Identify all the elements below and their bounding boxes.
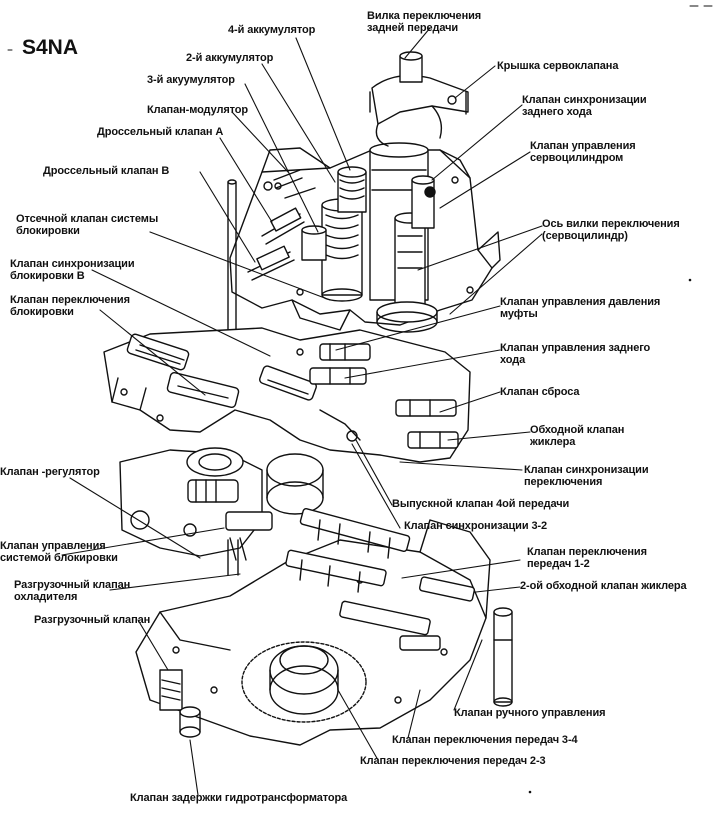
reverse-fork (369, 51, 469, 147)
pump-gear (241, 641, 367, 723)
label-bypass-valve-2nd: 2-ой обходной клапан жиклера (520, 580, 687, 592)
throttle-valve-springs (247, 169, 316, 281)
label-modulator-valve: Клапан-модулятор (147, 104, 249, 116)
relief-valves-bottom (159, 539, 239, 738)
middle-valve-body (103, 327, 471, 463)
label-throttle-valve-b: Дроссельный клапан В (43, 165, 170, 177)
label-lockup-sync-valve-b: Клапан синхронизации блокировки В (10, 258, 135, 282)
transmission-model-title: S4NA (22, 36, 79, 59)
label-release-valve: Клапан сброса (500, 386, 580, 398)
label-reverse-sync-valve: Клапан синхронизации заднего хода (522, 94, 647, 118)
label-exhaust-valve-4th: Выпускной клапан 4ой передачи (392, 498, 570, 510)
manual-valve-rod (493, 607, 513, 707)
shift-spools (285, 508, 476, 651)
label-fork-shaft: Ось вилки переключения (сервоцилиндр) (542, 218, 680, 242)
label-servo-cover: Крышка сервоклапана (497, 60, 619, 72)
lockup-spool-group (126, 333, 317, 409)
servo-cylinder (369, 142, 438, 333)
label-converter-delay-valve: Клапан задержки гидротрансформатора (130, 792, 348, 804)
label-servo-control-valve: Клапан управления сервоцилиндром (530, 140, 636, 164)
label-sync-valve-3-2: Клапан синхронизации 3-2 (404, 520, 548, 532)
label-bypass-valve-jikler: Обходной клапан жиклера (530, 424, 625, 448)
label-shift-valve-3-4: Клапан переключения передач 3-4 (392, 734, 578, 746)
label-lockup-shift-valve: Клапан переключения блокировки (10, 294, 130, 318)
label-clutch-pressure-valve: Клапан управления давления муфты (500, 296, 661, 320)
label-lockup-control-valve: Клапан управления системой блокировки (0, 540, 118, 564)
label-manual-valve: Клапан ручного управления (454, 707, 606, 719)
label-shift-valve-2-3: Клапан переключения передач 2-3 (360, 755, 546, 767)
label-shift-valve-1-2: Клапан переключения передач 1-2 (527, 546, 647, 570)
label-reverse-fork: Вилка переключения задней передачи (367, 10, 482, 34)
label-lockup-cutoff-valve: Отсечной клапан системы блокировки (16, 213, 159, 237)
label-throttle-valve-a: Дроссельный клапан А (97, 126, 224, 138)
label-regulator-valve: Клапан -регулятор (0, 466, 100, 478)
scan-marks (7, 5, 713, 794)
label-accumulator-4: 4-й аккумулятор (228, 24, 316, 36)
label-shift-sync-valve: Клапан синхронизации переключения (524, 464, 649, 488)
label-accumulator-2: 2-й аккумулятор (186, 52, 274, 64)
accumulator-stack (301, 166, 367, 302)
label-cooler-relief-valve: Разгрузочный клапан охладителя (14, 579, 131, 603)
regulator-block (119, 447, 273, 561)
label-accumulator-3: 3-й акуумулятор (147, 74, 235, 86)
leader-lines (61, 27, 543, 796)
pump-ring (266, 453, 324, 515)
label-relief-valve: Разгрузочный клапан (34, 614, 151, 626)
label-reverse-control-valve: Клапан управления заднего хода (500, 342, 651, 366)
